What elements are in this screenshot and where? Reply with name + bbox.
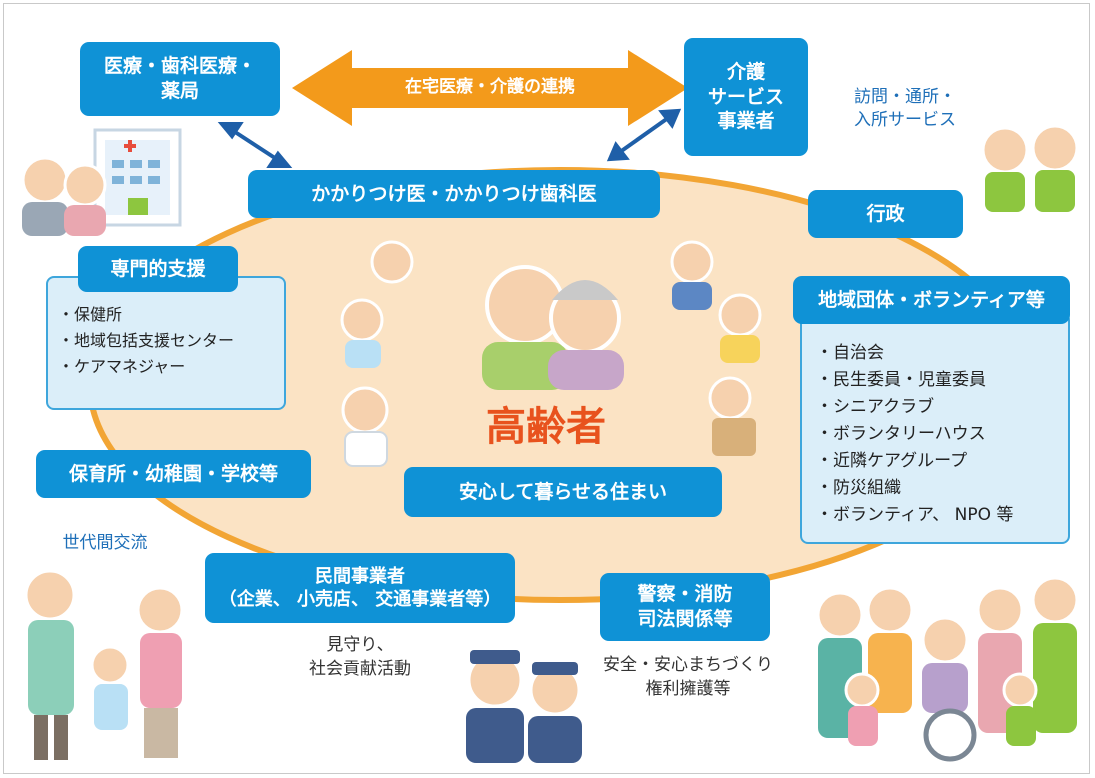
box-specialist-support: 専門的支援 — [78, 246, 238, 292]
community-item: ・防災組織 — [816, 478, 901, 498]
family-group-icon — [816, 576, 1079, 762]
police-icon — [466, 650, 582, 763]
community-item: ・民生委員・児童委員 — [816, 370, 986, 390]
panel-specialist-support: ・保健所 ・地域包括支援センター ・ケアマネジャー — [46, 276, 286, 410]
note-safety: 安全・安心まちづくり 権利擁護等 — [603, 655, 773, 699]
box-community-groups: 地域団体・ボランティア等 — [793, 276, 1070, 324]
box-government: 行政 — [808, 190, 963, 238]
elderly-couple-center-icon — [482, 265, 624, 390]
specialist-item: ・保健所 — [58, 305, 123, 324]
elderly-couple-left-icon — [21, 156, 107, 236]
specialist-item: ・地域包括支援センター — [58, 331, 235, 350]
care-workers-icon — [981, 124, 1079, 212]
community-item: ・シニアクラブ — [816, 397, 935, 417]
link-double-arrow — [292, 50, 688, 126]
connector-medical — [217, 122, 293, 168]
specialist-item: ・ケアマネジャー — [58, 357, 186, 376]
community-item: ・ボランタリーハウス — [816, 424, 986, 444]
multigeneration-left-icon — [24, 569, 184, 760]
note-generations: 世代間交流 — [62, 533, 148, 553]
connector-care — [606, 108, 682, 162]
panel-community-groups: ・自治会 ・民生委員・児童委員 ・シニアクラブ ・ボランタリーハウス ・近隣ケア… — [800, 312, 1070, 544]
community-item: ・ボランティア、 NPO 等 — [816, 505, 1014, 525]
box-schools: 保育所・幼稚園・学校等 — [36, 450, 311, 498]
box-family-doctor: かかりつけ医・かかりつけ歯科医 — [248, 170, 660, 218]
outer-frame — [3, 3, 1090, 774]
community-item: ・自治会 — [816, 343, 884, 363]
box-medical: 医療・歯科医療・ 薬局 — [80, 42, 280, 116]
staff-left-icons — [340, 240, 414, 467]
community-item: ・近隣ケアグループ — [816, 451, 968, 471]
hospital-illustration — [93, 128, 182, 227]
box-care-provider: 介護 サービス 事業者 — [684, 38, 808, 156]
center-label: 高齢者 — [486, 404, 606, 450]
note-care-services: 訪問・通所・ 入所サービス — [854, 87, 956, 130]
box-private-business: 民間事業者 （企業、 小売店、 交通事業者等） — [205, 553, 515, 623]
note-watch: 見守り、 社会貢献活動 — [309, 635, 411, 679]
box-housing: 安心して暮らせる住まい — [404, 467, 722, 517]
link-label: 在宅医療・介護の連携 — [405, 77, 575, 97]
box-police-fire: 警察・消防 司法関係等 — [600, 573, 770, 641]
staff-right-icons — [670, 240, 762, 456]
